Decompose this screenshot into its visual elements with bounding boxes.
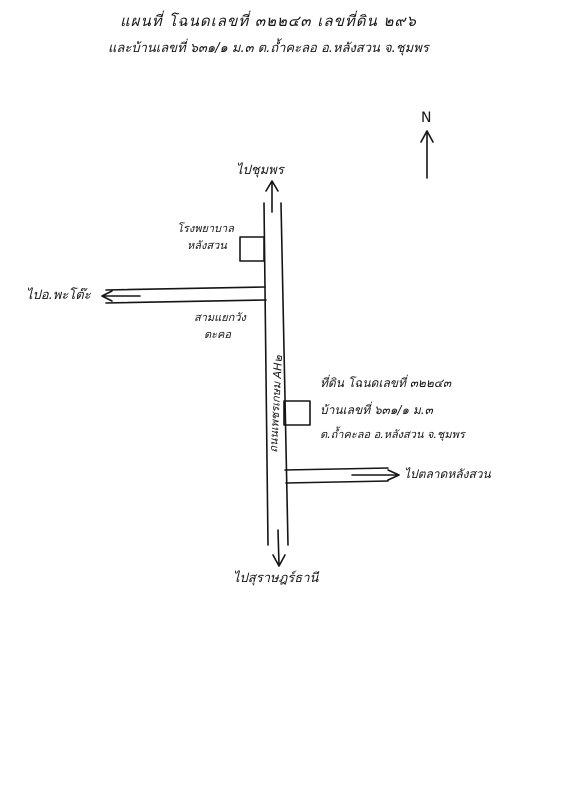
- north-arrow-icon: [420, 130, 434, 179]
- label-hospital-line-1: โรงพยาบาล: [177, 222, 234, 235]
- label-junction-line-2: ตะคอ: [204, 328, 232, 341]
- map-title-line-1: แผนที่ โฉนดเลขที่ ๓๒๒๔๓ เลขที่ดิน ๒๙๖: [120, 12, 417, 30]
- label-site-line-2: บ้านเลขที่ ๖๓๑/๑ ม.๓: [320, 403, 433, 417]
- east-direction-arrow: [351, 469, 400, 481]
- label-site-line-3: ต.ถ้ำคะลอ อ.หลังสวน จ.ชุมพร: [320, 428, 465, 441]
- label-site-line-1: ที่ดิน โฉนดเลขที่ ๓๒๒๔๓: [320, 376, 452, 390]
- label-junction-line-1: สามแยกวัง: [194, 311, 246, 324]
- north-direction-arrow: [265, 180, 279, 213]
- label-to-west: ไปอ.พะโต๊ะ: [26, 288, 91, 303]
- south-direction-arrow: [272, 529, 286, 567]
- label-to-east: ไปตลาดหลังสวน: [404, 467, 491, 481]
- label-to-north: ไปชุมพร: [236, 163, 284, 178]
- map-title-line-2: และบ้านเลขที่ ๖๓๑/๑ ม.๓ ต.ถ้ำคะลอ อ.หลัง…: [108, 41, 429, 56]
- property-site-marker: [283, 400, 311, 426]
- west-side-road: [105, 286, 267, 304]
- compass-north-label: N: [421, 110, 432, 126]
- label-to-south: ไปสุราษฎร์ธานี: [233, 571, 319, 586]
- hospital-building-marker: [239, 236, 265, 262]
- east-side-road: [284, 467, 389, 484]
- west-direction-arrow: [101, 290, 141, 302]
- label-hospital-line-2: หลังสวน: [187, 239, 227, 252]
